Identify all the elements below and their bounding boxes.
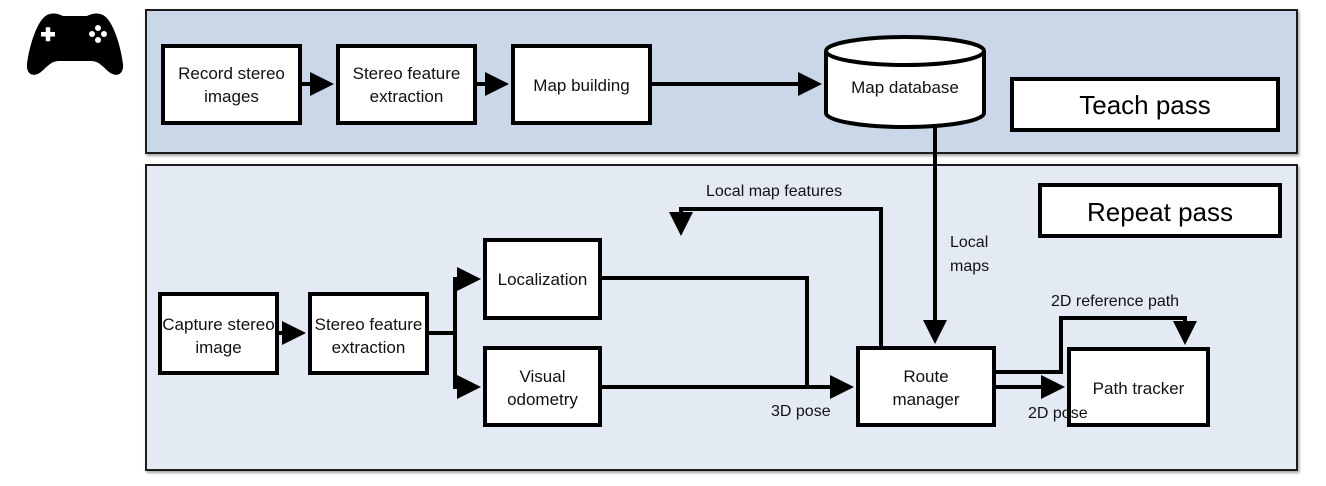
node-map-database: Map database [824, 35, 986, 129]
edge-2d-reference-path [994, 316, 1197, 374]
node-label: extraction [332, 338, 406, 357]
edge-label-local-maps: maps [950, 258, 989, 275]
node-label: images [204, 87, 259, 106]
node-visual-odometry: Visual odometry [483, 346, 602, 427]
node-label: extraction [370, 87, 444, 106]
node-record-stereo-images: Record stereo images [161, 44, 302, 125]
node-label: Stereo feature [353, 64, 461, 83]
edge-stereo-to-localization [427, 267, 481, 335]
node-label: manager [892, 390, 959, 409]
node-route-manager: Route manager [856, 346, 996, 427]
teach-pass-label-box: Teach pass [1010, 77, 1280, 132]
node-capture-stereo-image: Capture stereo image [158, 292, 279, 375]
node-label: Route [903, 367, 948, 386]
node-label: Map building [533, 76, 629, 95]
node-map-building: Map building [511, 44, 652, 125]
node-label: Localization [498, 270, 588, 289]
node-path-tracker: Path tracker [1067, 347, 1210, 427]
repeat-pass-title: Repeat pass [1087, 197, 1233, 227]
node-label: image [195, 338, 241, 357]
repeat-pass-label-box: Repeat pass [1038, 183, 1282, 238]
node-label: Stereo feature [315, 315, 423, 334]
edge-label-3d-pose: 3D pose [771, 403, 831, 420]
edge-label-local-maps: Local [950, 234, 988, 251]
edge-label-2d-reference-path: 2D reference path [1051, 293, 1179, 310]
edge-localization-to-route-manager [600, 276, 809, 387]
node-label: Record stereo [178, 64, 285, 83]
node-label: Path tracker [1093, 379, 1185, 398]
node-label: Visual [520, 367, 566, 386]
node-localization: Localization [483, 238, 602, 320]
node-repeat-stereo-feature-extraction: Stereo feature extraction [308, 292, 429, 375]
node-label: Map database [851, 78, 959, 97]
gamepad-icon [26, 13, 124, 75]
edge-stereo-to-visual-odometry [453, 333, 481, 399]
node-teach-stereo-feature-extraction: Stereo feature extraction [336, 44, 477, 125]
teach-pass-title: Teach pass [1079, 90, 1211, 120]
node-label: Capture stereo [162, 315, 274, 334]
node-label: odometry [507, 390, 578, 409]
edge-label-local-map-features: Local map features [706, 183, 842, 200]
edge-local-map-features [669, 207, 883, 348]
edge-label-2d-pose: 2D pose [1028, 405, 1088, 422]
